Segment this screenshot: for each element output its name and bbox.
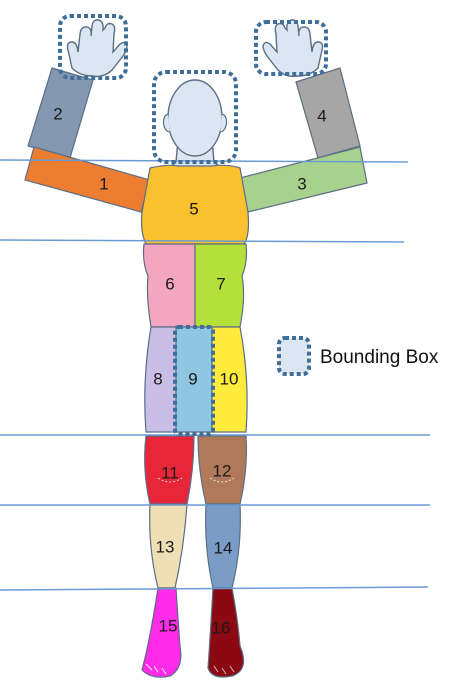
left-hand-shape (66, 19, 128, 78)
guide-lines (0, 159, 430, 591)
segment-label-5: 5 (189, 199, 198, 218)
segment-15-shape (141, 587, 182, 678)
segment-label-1: 1 (99, 174, 108, 193)
head-shape (167, 79, 223, 157)
guide-line-ankle (0, 586, 429, 591)
segment-label-10: 10 (220, 369, 239, 388)
segment-1-shape (24, 146, 151, 213)
segment-7-shape (194, 243, 248, 328)
segment-label-8: 8 (153, 369, 162, 388)
segment-label-4: 4 (317, 106, 326, 125)
segment-labels: 1 2 3 4 5 6 7 8 9 10 11 12 13 14 15 16 (53, 104, 326, 637)
left-hand-bounding-box (58, 14, 128, 80)
guide-line-shoulder (0, 159, 409, 163)
toe-detail-left (145, 663, 167, 675)
right-hand-icon (262, 19, 324, 78)
segment-label-12: 12 (213, 461, 232, 480)
head-bounding-box (152, 70, 238, 164)
right-hand-bounding-box (254, 20, 328, 76)
segment-8-shape (144, 326, 178, 433)
knee-detail-right (209, 477, 235, 483)
toe-detail-right (213, 665, 235, 675)
guide-line-waist (0, 239, 405, 243)
segment-9-bounding-box (173, 325, 215, 436)
segment-label-11: 11 (161, 463, 179, 482)
segment-label-2: 2 (53, 104, 62, 123)
segment-4-shape (295, 67, 361, 159)
left-hand-icon (66, 19, 128, 78)
knee-detail-left (157, 477, 183, 483)
bounding-boxes (58, 14, 328, 436)
segment-label-3: 3 (297, 174, 306, 193)
segment-label-14: 14 (214, 538, 233, 557)
left-ear (162, 113, 171, 133)
segment-label-6: 6 (165, 274, 174, 293)
segment-label-13: 13 (156, 537, 175, 556)
right-ear (219, 113, 228, 133)
legend-bounding-box-swatch (277, 336, 311, 376)
segment-label-16: 16 (212, 618, 231, 637)
right-hand-shape (262, 19, 324, 78)
segment-5-shape (140, 164, 250, 245)
head-icon (149, 79, 241, 175)
segment-10-shape (211, 326, 248, 433)
segment-16-shape (207, 587, 245, 678)
segment-label-15: 15 (159, 616, 178, 635)
legend: Bounding Box (277, 336, 439, 376)
segment-label-9: 9 (188, 369, 197, 388)
segment-label-7: 7 (216, 274, 225, 293)
legend-label: Bounding Box (320, 347, 439, 368)
